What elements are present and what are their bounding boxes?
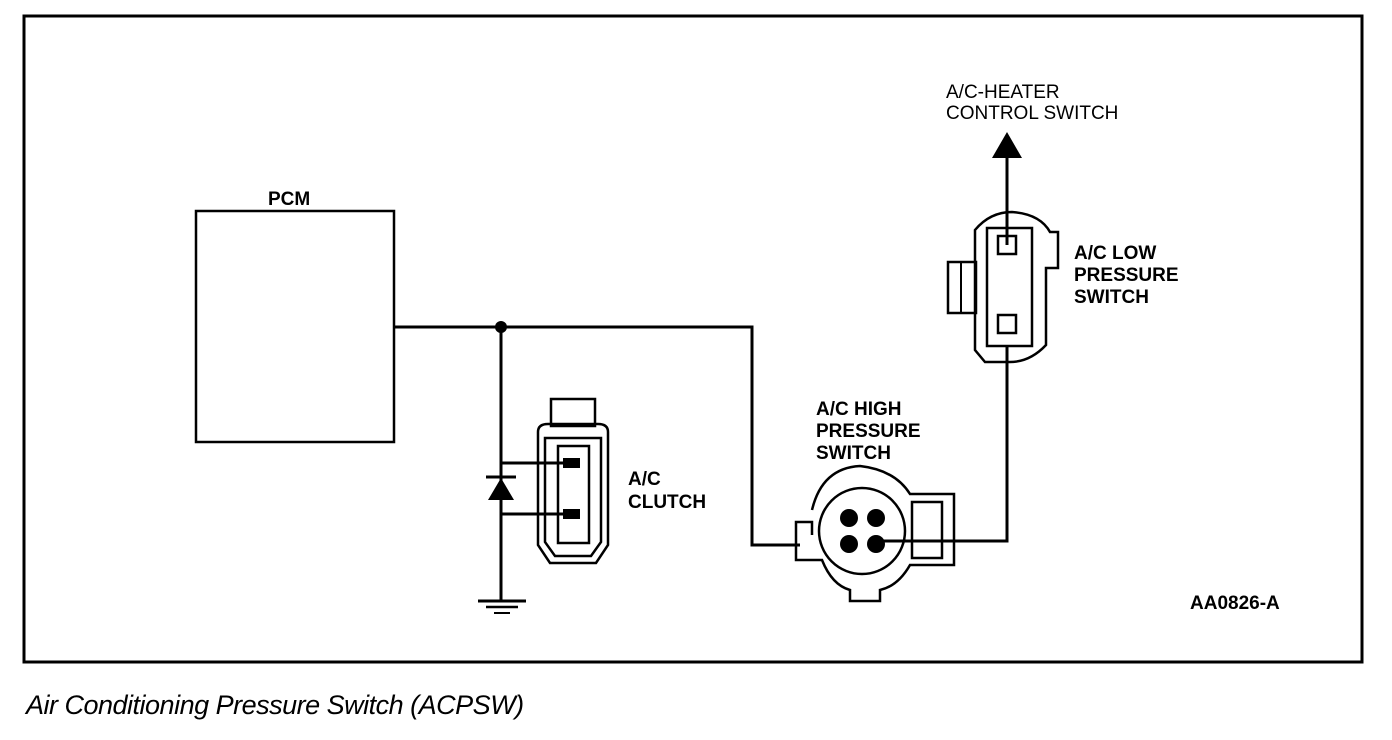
clutch-label-line2: CLUTCH xyxy=(628,492,706,513)
wire-pcm-to-high-switch xyxy=(394,325,800,547)
figure-id: AA0826-A xyxy=(1190,593,1280,614)
diagram-frame xyxy=(22,14,1364,664)
heater-label-line2: CONTROL SWITCH xyxy=(946,103,1118,124)
arrow-up-icon xyxy=(992,132,1022,158)
clutch-connector-icon xyxy=(536,397,610,565)
high-switch-label-line3: SWITCH xyxy=(816,443,891,464)
clutch-label-line1: A/C xyxy=(628,469,661,490)
ground-icon xyxy=(478,599,526,614)
wire-high-to-low-switch xyxy=(876,345,1009,543)
low-switch-label-line3: SWITCH xyxy=(1074,287,1149,308)
high-switch-label-line2: PRESSURE xyxy=(816,421,921,442)
low-switch-label-line2: PRESSURE xyxy=(1074,265,1179,286)
low-pressure-switch-icon xyxy=(946,210,1060,364)
diode-icon xyxy=(486,475,516,500)
heater-label-line1: A/C-HEATER xyxy=(946,82,1060,103)
high-switch-label-line1: A/C HIGH xyxy=(816,399,902,420)
figure-caption: Air Conditioning Pressure Switch (ACPSW) xyxy=(26,690,524,720)
high-pressure-switch-icon xyxy=(794,464,956,603)
pcm-label: PCM xyxy=(268,189,310,210)
pcm-module xyxy=(194,209,396,444)
low-switch-label-line1: A/C LOW xyxy=(1074,243,1156,264)
